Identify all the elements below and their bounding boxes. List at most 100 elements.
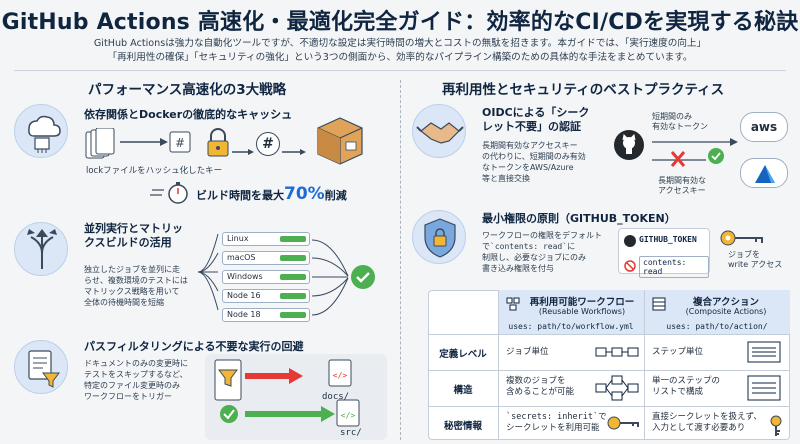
token-desc-line-1: ワークフローの権限をデフォルト — [482, 231, 602, 240]
key-label-line-2: write アクセス — [728, 260, 783, 269]
matrix-item-windows: Windows — [222, 270, 310, 284]
fan-out-lines — [197, 226, 220, 318]
short-token-label-line: 有効なトークン — [652, 122, 708, 131]
single-step-icon — [746, 374, 782, 402]
page-title: GitHub Actions 高速化・最適化完全ガイド：効率的なCI/CDを実現… — [1, 10, 799, 35]
cache-result-max: 最大 — [262, 189, 284, 202]
fan-in-lines — [311, 226, 350, 318]
matrix-item-label: Windows — [227, 272, 263, 281]
table-hline — [428, 406, 790, 407]
path-desc-line: ドキュメントのみの変更時に — [84, 359, 188, 368]
github-icon — [624, 235, 636, 247]
no-entry-icon — [624, 257, 636, 272]
long-key-label: 長期間有効な アクセスキー — [658, 176, 706, 196]
col2-subtitle: (Composite Actions) — [685, 307, 767, 316]
dir-src: src/ — [340, 428, 362, 438]
row3-col1-line: シークレットを利用可能 — [506, 423, 600, 433]
shield-lock-icon — [412, 210, 466, 264]
path-desc-line: 特定のファイル変更時のみ — [84, 381, 180, 390]
intro-text: GitHub Actionsは強力な自動化ツールですが、不適切な設定は実行時間の… — [40, 37, 760, 65]
row3-col2-line: 直接シークレットを扱えず、 — [652, 412, 762, 422]
cloud-chip-icon — [14, 104, 68, 158]
short-token-label-line: 短期間のみ — [652, 112, 692, 121]
cache-title: 依存関係とDockerの徹底的なキャッシュ — [84, 108, 293, 121]
col1-subtitle: (Reusable Workflows) — [538, 307, 626, 316]
matrix-item-label: macOS — [227, 253, 256, 262]
handshake-icon — [412, 104, 466, 158]
left-heading: パフォーマンス高速化の3大戦略 — [88, 82, 287, 98]
matrix-title-line-1: 並列実行とマトリッ — [84, 222, 183, 235]
token-desc-line-4: 書き込み権限を付与 — [482, 264, 554, 273]
col2-uses: uses: path/to/action/ — [666, 322, 768, 331]
oidc-title: OIDCによる「シーク レット不要」の認証 — [482, 106, 589, 134]
row1-col1: ジョブ単位 — [506, 347, 549, 357]
check-circle-icon — [350, 264, 376, 290]
document-filter-icon — [14, 340, 68, 394]
step-list-icon — [746, 340, 782, 364]
row2-col1: 複数のジョブを 含めることが可能 — [506, 376, 574, 398]
matrix-item-node16: Node 16 — [222, 289, 310, 303]
matrix-item-linux: Linux — [222, 232, 310, 246]
key-label-line-1: ジョブを — [728, 250, 760, 259]
cache-result: ビルド時間を最大70%削減 — [196, 184, 347, 204]
row2-col2-line: 単一のステップの — [652, 376, 721, 386]
matrix-item-macos: macOS — [222, 251, 310, 265]
right-heading: 再利用性とセキュリティのベストプラクティス — [442, 82, 725, 98]
azure-cloud-icon — [740, 158, 788, 188]
row3-col2-line: 入力として渡す必要あり — [652, 423, 746, 433]
col1-uses: uses: path/to/workflow.yml — [508, 322, 634, 331]
table-vline — [498, 290, 499, 440]
table-hline — [428, 334, 790, 335]
path-title: パスフィルタリングによる不要な実行の回避 — [84, 340, 304, 353]
padlock-icon — [205, 128, 231, 158]
stopwatch-icon — [150, 182, 194, 204]
row2-col2: 単一のステップの リストで構成 — [652, 376, 720, 398]
token-desc-code: `contents: read` — [490, 242, 568, 251]
key-label: ジョブを write アクセス — [728, 250, 782, 270]
matrix-desc-line: らせ、複数環境のテストには — [84, 276, 188, 285]
path-filter-diagram: </> </> — [205, 354, 387, 440]
row-label-structure: 構造 — [453, 385, 473, 396]
row-label-secrets: 秘密情報 — [443, 421, 482, 432]
token-permission: contents: read — [639, 256, 709, 278]
oidc-title-line-2: レット不要」の認証 — [482, 120, 581, 133]
matrix-item-node18: Node 18 — [222, 308, 310, 322]
row-label-definition: 定義レベル — [439, 349, 487, 360]
cache-result-suffix: 削減 — [324, 189, 347, 202]
svg-text:</>: </> — [341, 411, 356, 420]
row3-col1: `secrets: inherit`で シークレットを利用可能 — [506, 412, 607, 434]
col1-title: 再利用可能ワークフロー — [529, 297, 635, 308]
token-desc-pre: で — [482, 242, 490, 251]
arrow-icon — [232, 140, 254, 155]
oidc-arrows — [650, 134, 742, 178]
multi-job-icon — [594, 374, 640, 402]
row3-col2: 直接シークレットを扱えず、 入力として渡す必要あり — [652, 412, 762, 434]
cache-result-prefix: ビルド時間を — [196, 189, 262, 202]
cache-result-value: 70% — [284, 184, 325, 204]
long-key-label-line: 長期間有効な — [658, 176, 706, 185]
row2-col2-line: リストで構成 — [652, 387, 704, 397]
header-divider — [14, 70, 786, 71]
col2-title: 複合アクション — [692, 297, 760, 308]
hash-caption: lockファイルをハッシュ化したキー — [86, 166, 223, 176]
row3-col1-line: `secrets: inherit`で — [506, 412, 607, 422]
svg-text:#: # — [175, 136, 185, 150]
row2-col1-line: 含めることが可能 — [506, 387, 575, 397]
key-icon — [718, 228, 768, 248]
matrix-title: 並列実行とマトリッ クスビルドの活用 — [84, 222, 183, 250]
oidc-desc-line: 長期間有効なアクセスキー — [482, 141, 578, 150]
oidc-desc-line: の代わりに、短期間のみ有効 — [482, 152, 586, 161]
row1-col2: ステップ単位 — [652, 347, 704, 357]
row2-col1-line: 複数のジョブを — [506, 376, 566, 386]
token-badge: GITHUB_TOKEN — [639, 235, 697, 244]
oidc-title-line-1: OIDCによる「シーク — [482, 106, 590, 119]
token-desc-line-2: で`contents: read`に — [482, 241, 602, 252]
table-vline — [644, 290, 645, 440]
token-desc-line-3: 制限し、必要なジョブにのみ — [482, 253, 586, 262]
arrow-icon — [282, 140, 308, 155]
key-icon — [606, 414, 640, 432]
intro-line-1: GitHub Actionsは強力な自動化ツールですが、不適切な設定は実行時間の… — [93, 38, 707, 49]
intro-line-2: 「再利用性の確保」「セキュリティの強化」という3つの側面から、効率的なパイプライ… — [107, 52, 693, 63]
svg-text:</>: </> — [333, 371, 348, 380]
oidc-desc-line: なトークンをAWS/Azure — [482, 163, 574, 172]
